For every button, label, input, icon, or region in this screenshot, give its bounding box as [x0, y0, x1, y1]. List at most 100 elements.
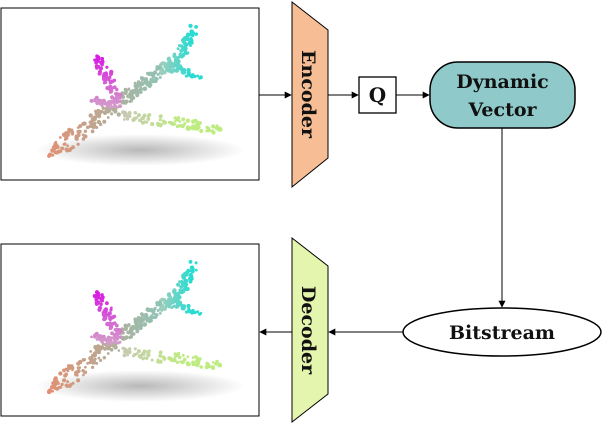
point-cloud-point — [66, 144, 70, 148]
point-cloud-point — [124, 337, 127, 341]
point-cloud-point — [198, 312, 202, 316]
point-cloud-point — [102, 119, 107, 124]
point-cloud-point — [123, 349, 127, 354]
point-cloud-point — [154, 76, 158, 81]
point-cloud-point — [146, 117, 151, 121]
point-cloud-point — [98, 347, 102, 351]
point-cloud-point — [110, 79, 114, 83]
point-cloud-point — [51, 389, 54, 393]
point-cloud-point — [198, 121, 202, 125]
point-cloud-point — [76, 142, 80, 146]
point-cloud-point — [53, 380, 57, 384]
point-cloud-point — [94, 110, 99, 115]
point-cloud-point — [158, 118, 162, 122]
point-cloud-point — [172, 304, 176, 308]
point-cloud-point — [133, 111, 138, 115]
point-cloud-point — [95, 57, 99, 62]
point-cloud-point — [190, 33, 195, 38]
point-cloud-point — [167, 356, 172, 361]
point-cloud-point — [95, 100, 100, 106]
point-cloud-point — [93, 97, 97, 101]
point-cloud-point — [78, 366, 82, 369]
point-cloud-point — [100, 293, 104, 297]
point-cloud-point — [113, 340, 118, 345]
point-cloud-point — [108, 75, 112, 80]
point-cloud-point — [112, 96, 117, 101]
point-cloud-point — [126, 94, 130, 99]
point-cloud-point — [51, 384, 56, 389]
point-cloud-point — [148, 320, 152, 324]
point-cloud-point — [175, 117, 180, 122]
point-cloud-point — [158, 312, 162, 315]
point-cloud-point — [135, 116, 139, 119]
point-cloud-point — [137, 82, 141, 87]
point-cloud-point — [106, 352, 110, 355]
point-cloud-point — [182, 357, 187, 362]
point-cloud-point — [186, 308, 192, 314]
point-cloud-point — [146, 350, 151, 355]
point-cloud-point — [150, 358, 154, 362]
point-cloud-point — [99, 60, 104, 65]
point-cloud-point — [98, 111, 102, 115]
point-cloud-point — [138, 323, 144, 328]
point-cloud-point — [139, 119, 143, 123]
point-cloud-point — [205, 125, 209, 130]
point-cloud-point — [178, 120, 182, 123]
point-cloud-point — [173, 123, 177, 126]
point-cloud-point — [158, 75, 162, 79]
point-cloud-point — [214, 126, 218, 130]
point-cloud-point — [115, 95, 120, 100]
point-cloud-point — [89, 98, 94, 103]
point-cloud-point — [180, 45, 185, 50]
point-cloud-point — [211, 124, 216, 129]
point-cloud-point — [160, 70, 164, 73]
point-cloud-point — [95, 114, 99, 118]
point-cloud-point — [194, 25, 198, 29]
point-cloud-point — [178, 280, 182, 284]
point-cloud-point — [107, 311, 112, 316]
point-cloud-point — [122, 353, 127, 358]
point-cloud-point — [191, 360, 196, 365]
point-cloud-point — [123, 323, 128, 328]
point-cloud-point — [187, 73, 191, 77]
point-cloud-point — [53, 144, 57, 148]
point-cloud-point — [103, 337, 108, 342]
point-cloud-point — [97, 71, 102, 76]
point-cloud-point — [67, 128, 71, 132]
point-cloud-point — [137, 318, 141, 323]
point-cloud-point — [174, 63, 179, 68]
point-cloud-point — [106, 116, 110, 119]
point-cloud-point — [185, 32, 191, 37]
point-cloud-point — [210, 129, 215, 133]
point-cloud-point — [57, 385, 61, 390]
point-cloud-point — [168, 295, 172, 299]
point-cloud-point — [158, 114, 163, 119]
point-cloud-point — [126, 330, 130, 335]
point-cloud-point — [70, 128, 74, 132]
point-cloud-point — [99, 296, 104, 301]
point-cloud-point — [181, 289, 186, 294]
encoder-block: Encoder — [291, 0, 329, 189]
point-cloud-point — [103, 346, 107, 351]
point-cloud-point — [142, 116, 146, 120]
point-cloud-point — [114, 91, 119, 96]
encoder-label: Encoder — [297, 50, 319, 139]
point-cloud-point — [185, 118, 191, 123]
point-cloud-point — [188, 279, 193, 284]
point-cloud-point — [61, 378, 67, 383]
point-cloud-point — [125, 117, 130, 121]
point-cloud-point — [67, 147, 72, 153]
point-cloud-point — [108, 338, 113, 343]
point-cloud-point — [184, 74, 189, 78]
point-cloud-point — [173, 355, 177, 359]
point-cloud-point — [133, 90, 138, 95]
point-cloud-point — [65, 131, 70, 136]
point-cloud-point — [63, 138, 67, 141]
point-cloud-point — [140, 319, 144, 323]
point-cloud-point — [194, 261, 198, 265]
point-cloud-point — [196, 74, 200, 78]
point-cloud-point — [184, 288, 188, 292]
point-cloud-point — [143, 312, 149, 318]
point-cloud-point — [183, 285, 188, 289]
point-cloud-point — [116, 341, 120, 345]
